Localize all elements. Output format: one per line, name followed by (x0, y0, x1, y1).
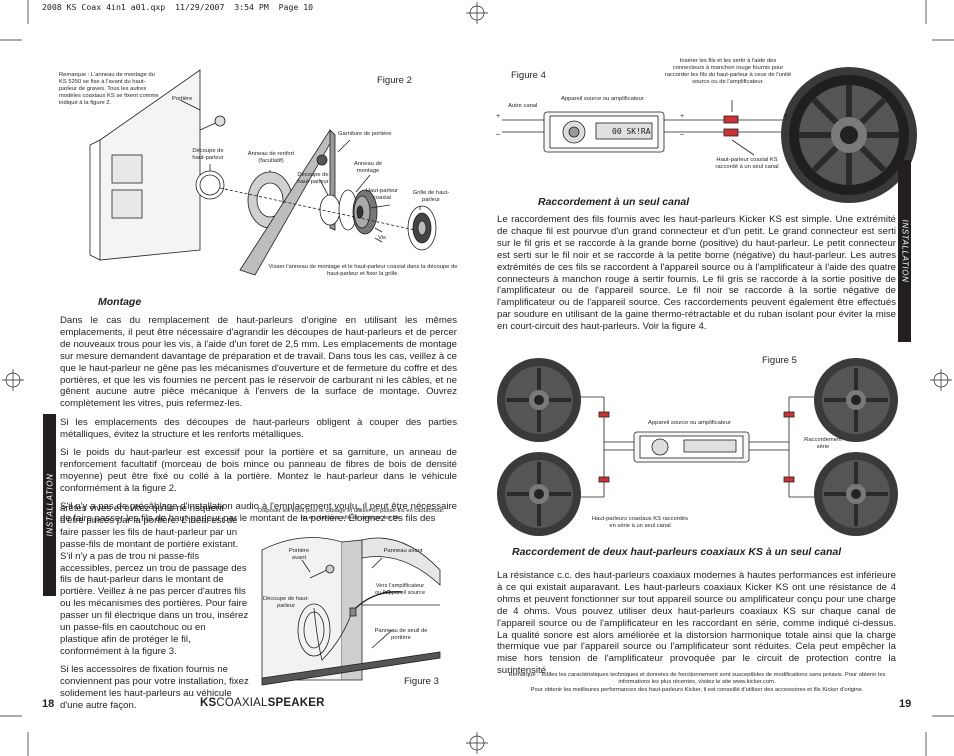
narrow-line: un passe-fils en caoutchouc ou en (60, 622, 206, 634)
brand-speaker: SPEAKER (267, 697, 325, 709)
figure-3-illustration (261, 537, 441, 686)
heading-deux-hp: Raccordement de deux haut-parleurs coaxi… (512, 546, 842, 558)
montage-heading: Montage (98, 296, 142, 308)
narrow-line: d'une autre façon. (60, 700, 137, 711)
figure-4-label: Figure 4 (511, 70, 546, 81)
callout-vers: Vers l'amplificateur ou l'appareil sourc… (374, 583, 426, 596)
heading-seul-canal: Raccordement à un seul canal (538, 196, 690, 208)
callout-raccordement-serie: Raccordement série (804, 437, 842, 450)
side-tab-right: INSTALLATION (898, 160, 911, 342)
callout-decoupe-1: Découpe de haut-parleur (192, 148, 224, 161)
svg-text:+: + (680, 113, 684, 120)
figure-2-illustration (89, 69, 437, 276)
narrow-line: conviennent pas pour votre installation,… (60, 676, 249, 688)
narrow-line: conformément à la figure 3. (60, 645, 177, 657)
figure-2-note: Remarque : L'anneau de montage du KS 525… (59, 72, 159, 106)
figure-3-caption: Disposer les trous pour le câblage et ut… (258, 508, 444, 521)
callout-autre-canal: Autre canal (508, 103, 538, 109)
narrow-line: ou les mécanismes des portières. Pour fa… (60, 598, 248, 610)
narrow-line: fils de haut-parleur dans le montant de (60, 574, 224, 586)
callout-appareil-f4: Appareil source ou amplificateur (561, 96, 644, 102)
svg-text:+: + (496, 113, 500, 120)
narrow-line: passe-fils de montant de portière exista… (60, 538, 239, 550)
narrow-line: faire passer les fils de haut-parleur pa… (60, 526, 238, 538)
svg-text:+: + (784, 113, 788, 120)
narrow-line: d'être pincés par la portière. L'idéal e… (60, 514, 238, 526)
narrow-line: portière. Veillez à ne pas percer d'autr… (60, 586, 246, 598)
narrow-line: plastique afin de protéger le fil, (60, 633, 191, 645)
narrow-line: accessibles, percez un trou de passage d… (60, 562, 247, 574)
callout-portiere: Portière (172, 96, 193, 102)
callout-panneau-seuil: Panneau de seuil de portière (374, 628, 428, 641)
callout-grille: Grille de haut-parleur (412, 190, 450, 203)
narrow-text-block: arêtes vives et évitez qu'ils ne risquen… (60, 503, 280, 712)
figure-5-illustration (497, 358, 898, 536)
paragraph-seul-canal: Le raccordement des fils fournis avec le… (497, 214, 896, 333)
page-number-right: 19 (899, 698, 912, 710)
montage-paragraph-2: Si les emplacements des découpes de haut… (60, 416, 457, 440)
figure-5-label: Figure 5 (762, 355, 797, 366)
speaker-top-left (497, 358, 581, 442)
callout-hp-coaxial: Haut-parleur coaxial (365, 188, 399, 201)
callout-appareil-f5: Appareil source ou amplificateur (648, 420, 731, 426)
callout-anneau-montage: Anneau de montage (353, 161, 383, 174)
narrow-line: passer un fil électrique dans un trou, i… (60, 610, 249, 622)
narrow-line: arêtes vives et évitez qu'ils ne risquen… (60, 503, 224, 514)
callout-vis: Vis (378, 235, 386, 241)
montage-paragraph-4: S'il n'y a pas de précâblage d'installat… (60, 501, 457, 525)
callout-hp-serie: Haut-parleurs coaxiaux KS raccordés en s… (591, 516, 688, 529)
speaker-top-right (814, 358, 898, 442)
figure-3-label: Figure 3 (404, 676, 439, 687)
remark-specs: Remarque : Toutes les caractéristiques t… (508, 672, 886, 686)
callout-inserer: Insérer les fils et les sertir à l'aide … (664, 58, 792, 85)
narrow-line: solidement les haut-parleurs au véhicule (60, 688, 232, 700)
callout-decoupe-2: Découpe de haut-parleur (297, 172, 329, 185)
callout-anneau-renfort: Anneau de renfort (facultatif) (247, 151, 295, 164)
head-unit-display-f4: 00 SK!RA (612, 127, 651, 136)
brand-ks: KS (200, 697, 217, 709)
side-tab-label: INSTALLATION (900, 219, 909, 283)
callout-visser: Visser l'anneau de montage et le haut-pa… (268, 264, 458, 277)
callout-panneau-avant: Panneau avant (383, 548, 423, 554)
montage-body: Dans le cas du remplacement de haut-parl… (60, 315, 457, 525)
narrow-line: Si les accessoires de fixation fournis n… (60, 664, 228, 676)
montage-paragraph-3: Si le poids du haut-parleur est excessif… (60, 447, 457, 494)
callout-hp-coaxial-f4: Haut-parleur coaxial KS raccordé à un se… (715, 157, 779, 170)
speaker-figure-4 (781, 67, 917, 203)
callout-portiere-avant: Portière avant (288, 548, 310, 561)
page-number-left: 18 (42, 698, 55, 710)
slug-line: 2008 KS Coax 4in1 a01.qxp 11/29/2007 3:5… (42, 2, 314, 12)
callout-garniture: Garniture de portière (338, 131, 392, 137)
brand-coaxial: COAXIAL (216, 697, 268, 709)
svg-text:–: – (680, 131, 684, 138)
svg-text:–: – (496, 131, 500, 138)
figure-4-illustration: + – + – + – (496, 67, 917, 203)
speaker-bottom-right (814, 452, 898, 536)
speaker-bottom-left (497, 452, 581, 536)
brand-footer: KSCOAXIALSPEAKER (200, 697, 325, 709)
remark-accessories: Pour obtenir les meilleures performances… (530, 687, 864, 693)
figure-2-label: Figure 2 (377, 75, 412, 86)
narrow-line: S'il n'y a pas de trou ni passe-fils (60, 550, 200, 562)
svg-text:–: – (784, 131, 788, 138)
side-tab-left: INSTALLATION (43, 414, 56, 596)
montage-paragraph-1: Dans le cas du remplacement de haut-parl… (60, 315, 457, 410)
callout-decoupe-f3: Découpe de haut-parleur (262, 596, 310, 609)
side-tab-label: INSTALLATION (45, 473, 54, 537)
paragraph-deux-hp: La résistance c.c. des haut-parleurs coa… (497, 570, 896, 677)
